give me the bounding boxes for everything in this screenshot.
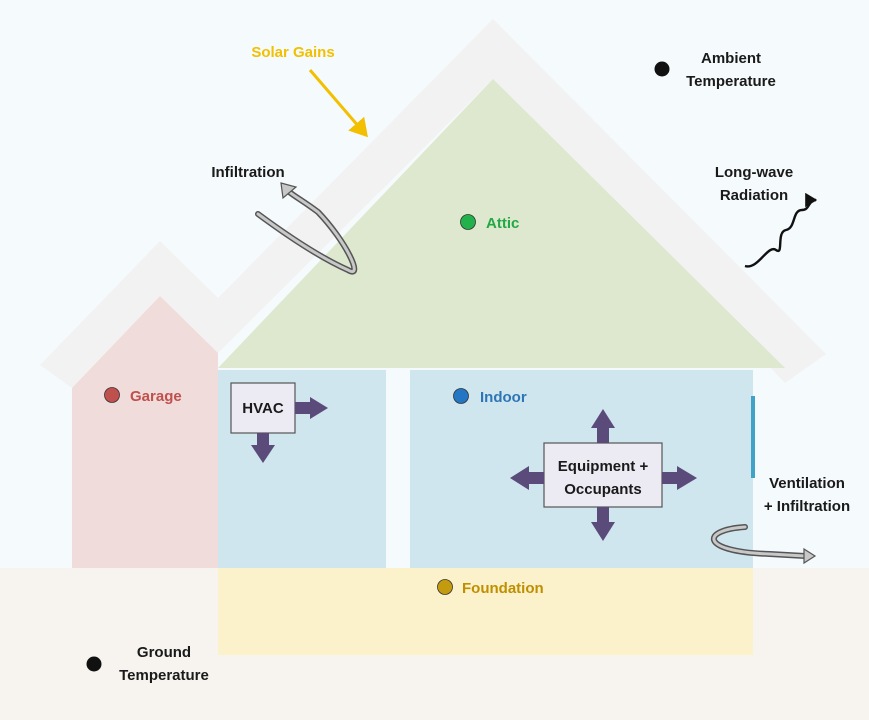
attic-zone xyxy=(218,79,785,368)
attic-label: Attic xyxy=(486,215,519,232)
ambient-temperature-label-line1: Ambient xyxy=(701,50,761,67)
roof-outline xyxy=(40,19,826,388)
ambient-temperature-node xyxy=(654,61,670,77)
long-wave-label-line1: Long-wave xyxy=(715,164,793,181)
ground-temperature-label-line1: Ground xyxy=(137,644,191,661)
long-wave-radiation-arrow xyxy=(744,192,818,268)
solar-gains-label: Solar Gains xyxy=(251,44,334,61)
equipment-arrow-left xyxy=(510,466,544,490)
garage-node xyxy=(104,387,120,403)
equipment-label-line1: Equipment + xyxy=(558,458,649,475)
attic-node xyxy=(460,214,476,230)
ventilation-infiltration-arrow xyxy=(710,524,817,565)
equipment-arrow-right xyxy=(662,466,697,490)
infiltration-label: Infiltration xyxy=(211,164,284,181)
indoor-node xyxy=(453,388,469,404)
hvac-arrow-down xyxy=(251,433,275,463)
equipment-arrow-down xyxy=(591,507,615,541)
foundation-zone xyxy=(218,568,753,655)
infiltration-arrow xyxy=(255,182,358,275)
solar-gains-arrow xyxy=(308,69,368,138)
ambient-temperature-label-line2: Temperature xyxy=(686,73,776,90)
hvac-label: HVAC xyxy=(242,400,284,417)
equipment-arrow-up xyxy=(591,409,615,443)
hvac-arrow-right xyxy=(295,397,328,419)
long-wave-label-line2: Radiation xyxy=(720,187,788,204)
garage-zone xyxy=(72,296,218,568)
ventilation-label-line1: Ventilation xyxy=(769,475,845,492)
ventilation-label-line2: + Infiltration xyxy=(764,498,850,515)
garage-label: Garage xyxy=(130,388,182,405)
foundation-label: Foundation xyxy=(462,580,544,597)
foundation-node xyxy=(437,579,453,595)
ground-temperature-node xyxy=(86,656,102,672)
equipment-label-line2: Occupants xyxy=(564,481,642,498)
indoor-label: Indoor xyxy=(480,389,527,406)
ground-temperature-label-line2: Temperature xyxy=(119,667,209,684)
